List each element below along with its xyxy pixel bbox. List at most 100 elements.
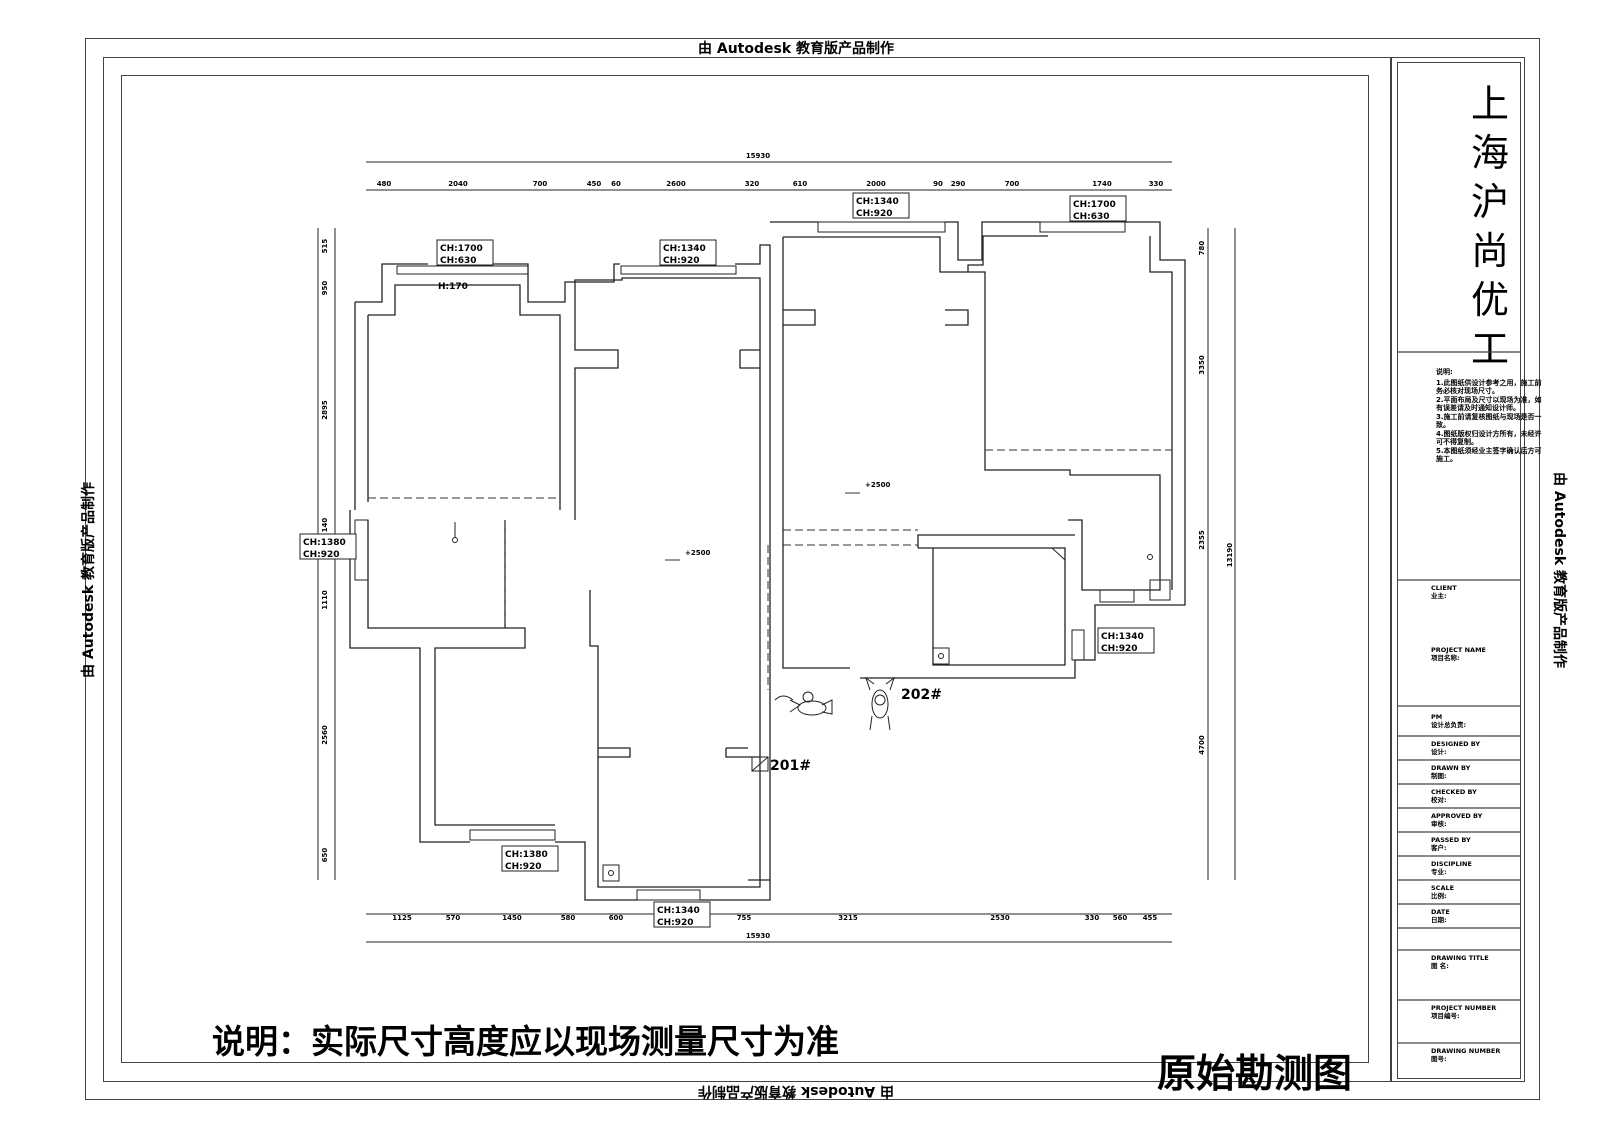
tb-label-zh: 设计总负责: (1431, 721, 1467, 729)
tb-label-zh: 项目名称: (1431, 654, 1460, 662)
dim-total-top: 15930 (746, 152, 770, 160)
tb-label-zh: 设计: (1431, 748, 1447, 756)
window-tag: CH:920 (657, 918, 694, 928)
dim-top: 610 (793, 180, 808, 188)
dim-top: 480 (377, 180, 392, 188)
dim-bottom: 455 (1143, 914, 1158, 922)
note-item: 4.图纸版权归设计方所有，未经许可不得复制。 (1436, 429, 1542, 447)
note-item: 5.本图纸须经业主签字确认后方可施工。 (1436, 446, 1542, 464)
dim-top: 320 (745, 180, 760, 188)
height-label: H:170 (438, 282, 468, 292)
dim-bottom: 3215 (838, 914, 858, 922)
tb-label-zh: 校对: (1431, 796, 1447, 804)
tb-label-en: PROJECT NUMBER (1431, 1004, 1497, 1012)
dim-top: 90 (933, 180, 943, 188)
window-tags (299, 192, 1155, 928)
window-tag-text: CH:1700 CH:630 CH:1340 CH:920 CH:1340 CH… (303, 197, 1144, 928)
tb-label-en: DESIGNED BY (1431, 740, 1481, 748)
title-block-inner-border (1397, 62, 1521, 1079)
tb-label-en: PASSED BY (1431, 836, 1471, 844)
window-tag: CH:920 (303, 550, 340, 560)
dim-top: 700 (1005, 180, 1020, 188)
dim-top: 1740 (1092, 180, 1112, 188)
tb-label-zh: 客户: (1431, 844, 1447, 852)
window-tag: CH:920 (663, 256, 700, 266)
tb-label-en: PM (1431, 713, 1443, 721)
tb-label-en: DRAWING NUMBER (1431, 1047, 1501, 1055)
window-tag: CH:630 (1073, 212, 1110, 222)
outer-border (85, 38, 1540, 1100)
tb-label-en: SCALE (1431, 884, 1455, 892)
dim-total-bottom: 15930 (746, 932, 770, 940)
note-item: 3.施工前请复核图纸与现场是否一致。 (1436, 412, 1542, 430)
level-mark: +2500 (685, 549, 710, 557)
dim-right: 2355 (1198, 530, 1206, 550)
company-char: 海 (1470, 131, 1509, 175)
tb-label-en: DRAWN BY (1431, 764, 1471, 772)
note-item: 1.此图纸供设计参考之用，施工前务必核对现场尺寸。 (1436, 378, 1542, 396)
tb-label-en: CLIENT (1431, 584, 1457, 592)
fixtures (452, 522, 1171, 882)
plan-windows (354, 221, 1135, 901)
dim-bottom: 580 (561, 914, 576, 922)
dim-bottom: 330 (1085, 914, 1100, 922)
dim-top: 2000 (866, 180, 886, 188)
tb-label-en: APPROVED BY (1431, 812, 1483, 820)
drawing-name: 原始勘测图 (1157, 1051, 1353, 1097)
dim-left: 1110 (321, 590, 329, 610)
drawing-area-border (121, 75, 1369, 1063)
tb-label-zh: 图 名: (1431, 962, 1449, 970)
dim-right: 4700 (1198, 735, 1206, 755)
bottom-note: 说明：实际尺寸高度应以现场测量尺寸为准 (212, 1022, 839, 1061)
tb-label-zh: 图号: (1431, 1055, 1447, 1063)
window-tag: CH:920 (1101, 644, 1138, 654)
window-tag: CH:1340 (856, 197, 899, 207)
window-tag: CH:1340 (1101, 632, 1144, 642)
dim-bottom: 1125 (392, 914, 412, 922)
dim-total-right: 13190 (1226, 543, 1234, 567)
dim-bottom: 1450 (502, 914, 522, 922)
company-char: 优 (1470, 278, 1509, 322)
plan-dashed (368, 449, 1172, 690)
tb-label-zh: 日期: (1431, 916, 1447, 924)
note-item: 2.平面布局及尺寸以现场为准，如有误差请及时通知设计师。 (1436, 395, 1542, 413)
dim-left: 515 (321, 239, 329, 254)
level-marks: +2500 +2500 (665, 481, 890, 561)
window-tag: CH:1700 (1073, 200, 1116, 210)
tb-label-zh: 专业: (1431, 868, 1447, 876)
dim-top: 330 (1149, 180, 1164, 188)
dim-bottom: 560 (1113, 914, 1128, 922)
dim-bottom: 600 (609, 914, 624, 922)
company-char: 工 (1470, 327, 1509, 371)
tb-label-en: DRAWING TITLE (1431, 954, 1489, 962)
dim-top: 2040 (448, 180, 468, 188)
tb-label-en: CHECKED BY (1431, 788, 1477, 796)
tb-label-en: PROJECT NAME (1431, 646, 1486, 654)
unit-label-202: 202# (901, 687, 942, 703)
level-mark: +2500 (865, 481, 890, 489)
company-char: 沪 (1470, 180, 1509, 224)
dim-top: 700 (533, 180, 548, 188)
company-char: 上 (1470, 82, 1509, 126)
dim-bottom: 570 (446, 914, 461, 922)
dim-bottom: 2530 (990, 914, 1010, 922)
dim-left: 140 (321, 518, 329, 533)
unit-label-201: 201# (770, 758, 811, 774)
dim-top: 2600 (666, 180, 686, 188)
watermark-top: 由 Autodesk 教育版产品制作 (698, 41, 895, 57)
tb-label-zh: 比例: (1431, 892, 1447, 900)
dim-right: 3350 (1198, 355, 1206, 375)
dim-top: 60 (611, 180, 621, 188)
